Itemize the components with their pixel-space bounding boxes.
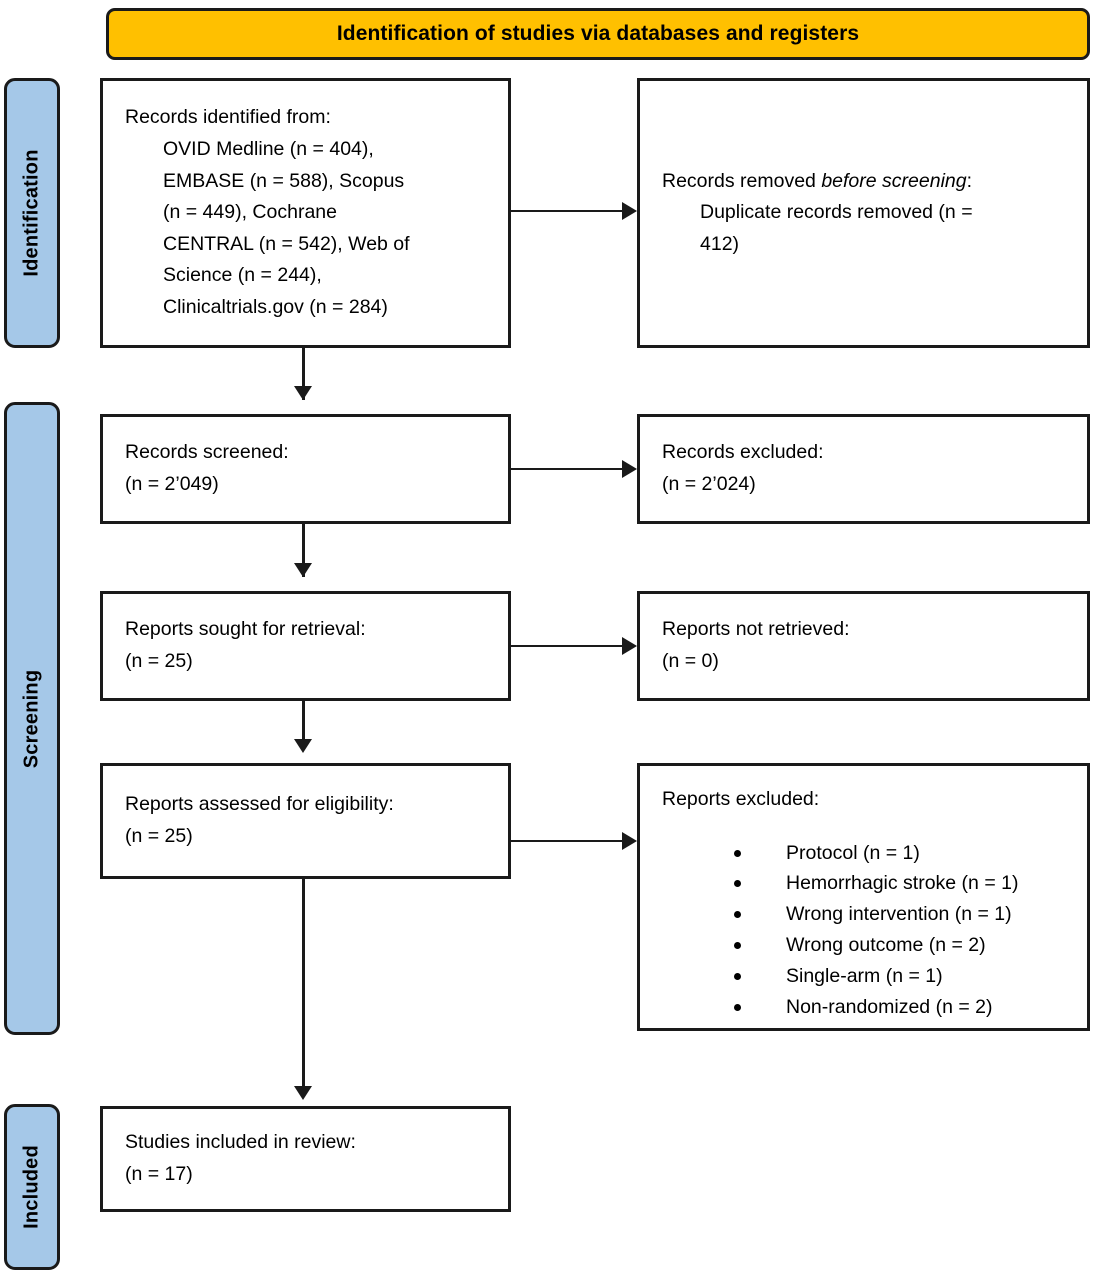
bullet-icon bbox=[734, 1003, 741, 1011]
list-item: Single-arm (n = 1) bbox=[662, 961, 1069, 992]
list-item: Hemorrhagic stroke (n = 1) bbox=[662, 868, 1069, 899]
arrow-down-icon bbox=[294, 563, 312, 577]
list-item-label: Hemorrhagic stroke (n = 1) bbox=[786, 872, 1019, 895]
connector-sought-to-not-retrieved bbox=[511, 645, 623, 647]
box-records-excluded: Records excluded: (n = 2’024) bbox=[637, 414, 1090, 524]
reports-excluded-heading: Reports excluded: bbox=[662, 788, 820, 810]
records-identified-line: OVID Medline (n = 404), bbox=[163, 138, 374, 161]
list-item-label: Non-randomized (n = 2) bbox=[786, 995, 993, 1018]
stage-label-screening-text: Screening bbox=[20, 669, 43, 768]
box-reports-not-retrieved: Reports not retrieved: (n = 0) bbox=[637, 591, 1090, 701]
reports-excluded-list: Protocol (n = 1) Hemorrhagic stroke (n =… bbox=[662, 838, 1069, 1023]
bullet-icon bbox=[734, 880, 741, 888]
records-excluded-heading: Records excluded: bbox=[662, 441, 824, 464]
reports-eligibility-count: (n = 25) bbox=[125, 825, 193, 847]
reports-not-retrieved-count: (n = 0) bbox=[662, 650, 719, 672]
reports-sought-heading: Reports sought for retrieval: bbox=[125, 618, 366, 641]
connector-eligibility-to-included bbox=[302, 879, 305, 1092]
list-item: Protocol (n = 1) bbox=[662, 838, 1069, 869]
diagram-header-banner: Identification of studies via databases … bbox=[106, 8, 1090, 60]
list-item-label: Wrong outcome (n = 2) bbox=[786, 933, 986, 956]
records-identified-heading: Records identified from: bbox=[125, 106, 331, 129]
records-identified-line: (n = 449), Cochrane bbox=[163, 201, 337, 224]
reports-not-retrieved-heading: Reports not retrieved: bbox=[662, 618, 850, 641]
list-item-label: Wrong intervention (n = 1) bbox=[786, 903, 1012, 926]
reports-sought-count: (n = 25) bbox=[125, 650, 193, 672]
connector-identified-to-removed bbox=[511, 210, 623, 212]
diagram-title: Identification of studies via databases … bbox=[336, 22, 860, 45]
records-identified-line: Science (n = 244), bbox=[163, 264, 322, 287]
arrow-right-icon bbox=[622, 637, 637, 655]
records-removed-heading-suffix: : bbox=[966, 169, 973, 192]
bullet-icon bbox=[734, 911, 741, 919]
stage-label-included: Included bbox=[4, 1104, 60, 1270]
records-removed-line: 412) bbox=[700, 232, 740, 255]
list-item: Wrong outcome (n = 2) bbox=[662, 930, 1069, 961]
records-removed-heading-prefix: Records removed bbox=[662, 169, 822, 192]
arrow-down-icon bbox=[294, 1086, 312, 1100]
records-identified-line: Clinicaltrials.gov (n = 284) bbox=[163, 295, 388, 318]
bullet-icon bbox=[734, 972, 741, 980]
records-removed-heading-italic: before screening bbox=[821, 169, 967, 192]
records-screened-heading: Records screened: bbox=[125, 441, 289, 464]
arrow-right-icon bbox=[622, 832, 637, 850]
connector-identified-to-screened bbox=[302, 348, 305, 400]
connector-eligibility-to-reports-excluded bbox=[511, 840, 623, 842]
box-reports-sought: Reports sought for retrieval: (n = 25) bbox=[100, 591, 511, 701]
stage-label-screening: Screening bbox=[4, 402, 60, 1035]
list-item-label: Single-arm (n = 1) bbox=[786, 964, 943, 987]
arrow-down-icon bbox=[294, 386, 312, 400]
stage-label-identification: Identification bbox=[4, 78, 60, 348]
bullet-icon bbox=[734, 942, 741, 950]
box-records-identified: Records identified from: OVID Medline (n… bbox=[100, 78, 511, 348]
stage-label-identification-text: Identification bbox=[20, 149, 43, 277]
stage-label-included-text: Included bbox=[20, 1145, 43, 1229]
bullet-icon bbox=[734, 849, 741, 857]
list-item-label: Protocol (n = 1) bbox=[786, 841, 920, 864]
list-item: Wrong intervention (n = 1) bbox=[662, 899, 1069, 930]
records-excluded-count: (n = 2’024) bbox=[662, 473, 756, 495]
records-screened-count: (n = 2’049) bbox=[125, 473, 219, 495]
records-removed-heading: Records removed before screening: bbox=[662, 166, 1069, 198]
box-reports-excluded: Reports excluded: Protocol (n = 1) Hemor… bbox=[637, 763, 1090, 1031]
records-removed-line: Duplicate records removed (n = bbox=[700, 201, 973, 224]
list-item: Non-randomized (n = 2) bbox=[662, 992, 1069, 1023]
studies-included-count: (n = 17) bbox=[125, 1163, 193, 1185]
reports-eligibility-heading: Reports assessed for eligibility: bbox=[125, 793, 394, 816]
records-identified-line: EMBASE (n = 588), Scopus bbox=[163, 169, 405, 192]
box-records-removed: Records removed before screening: Duplic… bbox=[637, 78, 1090, 348]
arrow-right-icon bbox=[622, 202, 637, 220]
connector-screened-to-excluded bbox=[511, 468, 623, 470]
arrow-right-icon bbox=[622, 460, 637, 478]
records-identified-line: CENTRAL (n = 542), Web of bbox=[163, 232, 410, 255]
studies-included-heading: Studies included in review: bbox=[125, 1131, 356, 1154]
connector-sought-to-eligibility bbox=[302, 701, 305, 749]
box-studies-included: Studies included in review: (n = 17) bbox=[100, 1106, 511, 1212]
connector-screened-to-sought bbox=[302, 524, 305, 577]
box-reports-assessed-eligibility: Reports assessed for eligibility: (n = 2… bbox=[100, 763, 511, 879]
box-records-screened: Records screened: (n = 2’049) bbox=[100, 414, 511, 524]
arrow-down-icon bbox=[294, 739, 312, 753]
